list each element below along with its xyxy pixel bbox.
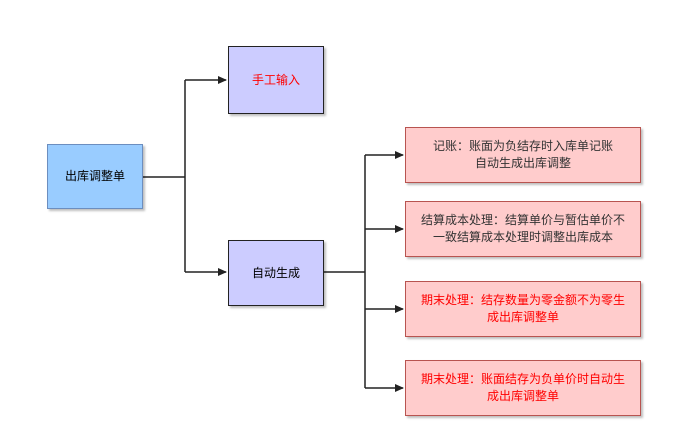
leaf-4-line-1: 期末处理：账面结存为负单价时自动生 — [420, 372, 625, 386]
leaf-2-line-2: 一致结算成本处理时调整出库成本 — [432, 230, 613, 244]
leaf-node-settlement-cost[interactable]: 结算成本处理：结算单价与暂估单价不 一致结算成本处理时调整出库成本 — [405, 201, 641, 257]
branch-manual-label: 手工输入 — [251, 72, 300, 87]
leaf-1-text: 记账：账面为负结存时入库单记账 自动生成出库调整 — [433, 138, 613, 172]
branch-node-manual-input[interactable]: 手工输入 — [228, 46, 324, 114]
leaf-2-text: 结算成本处理：结算单价与暂估单价不 一致结算成本处理时调整出库成本 — [421, 212, 625, 246]
leaf-1-line-2: 自动生成出库调整 — [474, 156, 571, 170]
leaf-node-period-end-zero-qty[interactable]: 期末处理：结存数量为零金额不为零生 成出库调整单 — [405, 281, 641, 337]
leaf-3-text: 期末处理：结存数量为零金额不为零生 成出库调整单 — [421, 292, 625, 326]
leaf-2-line-1: 结算成本处理：结算单价与暂估单价不 — [420, 213, 625, 227]
leaf-node-bookkeeping[interactable]: 记账：账面为负结存时入库单记账 自动生成出库调整 — [405, 127, 641, 183]
leaf-4-line-2: 成出库调整单 — [486, 389, 559, 403]
root-node-label: 出库调整单 — [64, 169, 125, 183]
leaf-1-line-1: 记账：账面为负结存时入库单记账 — [432, 139, 613, 153]
leaf-4-text: 期末处理：账面结存为负单价时自动生 成出库调整单 — [421, 371, 625, 405]
leaf-node-period-end-negative-balance[interactable]: 期末处理：账面结存为负单价时自动生 成出库调整单 — [405, 360, 641, 416]
branch-auto-label: 自动生成 — [251, 265, 300, 280]
branch-node-auto-generate[interactable]: 自动生成 — [228, 240, 324, 306]
leaf-3-line-1: 期末处理：结存数量为零金额不为零生 — [420, 293, 625, 307]
root-node-outbound-adjustment[interactable]: 出库调整单 — [47, 144, 143, 209]
leaf-3-line-2: 成出库调整单 — [486, 310, 559, 324]
